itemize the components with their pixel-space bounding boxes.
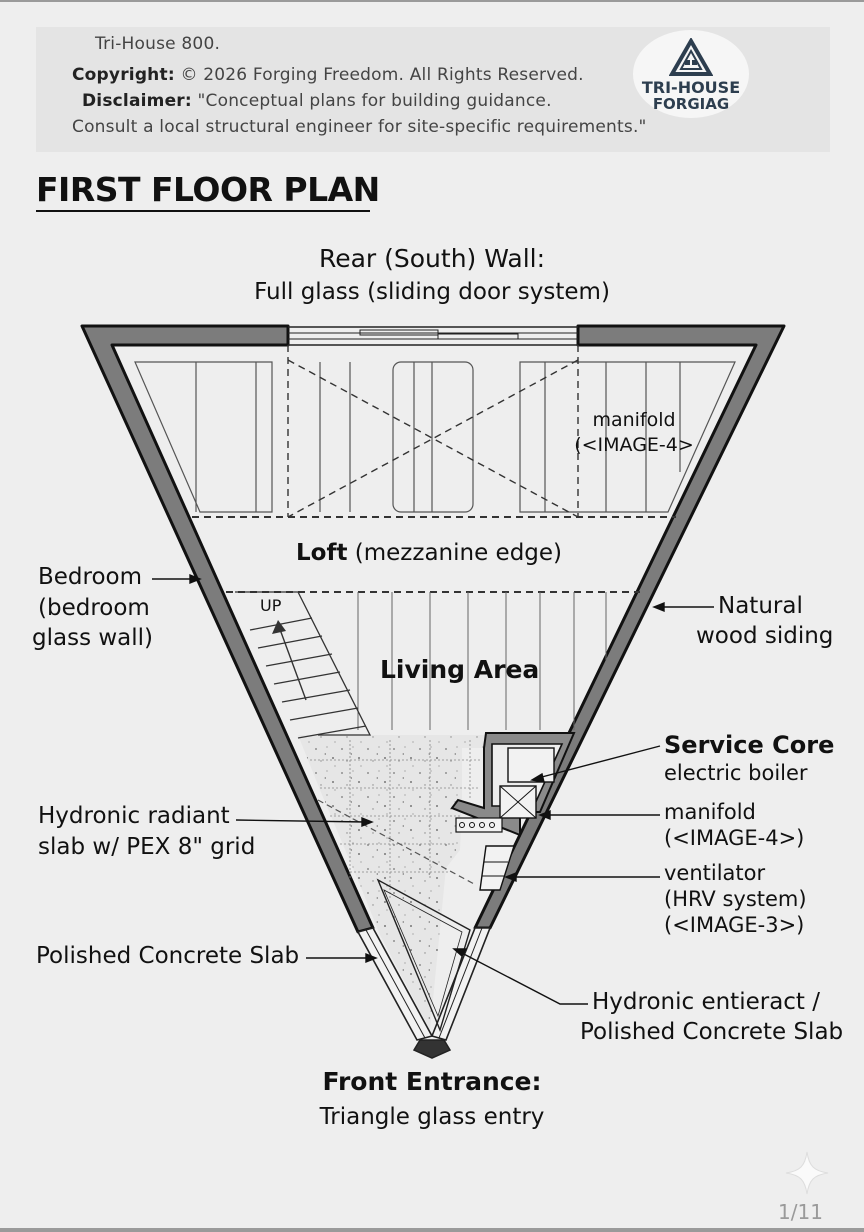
manifold-top-ref: (<IMAGE-4> <box>574 434 694 456</box>
disclaimer-text: "Conceptual plans for building guidance. <box>197 91 552 111</box>
copyright-line: Copyright: © 2026 Forging Freedom. All R… <box>72 65 584 85</box>
bedroom-label-2: (bedroom <box>38 595 150 621</box>
hydronic-label: Hydronic radiant <box>38 803 230 829</box>
logo: TRI-HOUSE FORGIAG <box>633 30 749 118</box>
pex-grid <box>310 740 480 900</box>
bedroom-label-3: glass wall) <box>32 625 154 651</box>
concrete-slab-area <box>298 735 486 1030</box>
natural-siding-label-2: wood siding <box>696 623 834 649</box>
disclaimer-label: Disclaimer: <box>82 91 192 111</box>
service-core-label: Service Core <box>664 731 835 759</box>
copyright-text: © 2026 Forging Freedom. All Rights Reser… <box>180 65 584 85</box>
sparkle-icon <box>785 1151 829 1195</box>
manifold-top-label: manifold <box>592 409 676 431</box>
polished-concrete-label: Polished Concrete Slab <box>36 943 300 969</box>
ventilator-box <box>479 845 515 891</box>
loft-area <box>134 361 736 513</box>
loft-dashed-lines <box>192 345 676 593</box>
ventilator-label: ventilator <box>664 861 766 885</box>
page-title: FIRST FLOOR PLAN <box>36 170 380 209</box>
hydronic-entry-label: Hydronic entieract / <box>592 989 821 1015</box>
electric-boiler-box <box>507 747 555 783</box>
disclaimer-line-2: Consult a local structural engineer for … <box>72 117 647 137</box>
loft-label: Loft (mezzanine edge) <box>296 539 562 569</box>
living-floor-boards <box>357 592 607 730</box>
hydronic-entry-label-2: Polished Concrete Slab <box>580 1019 844 1045</box>
top-border <box>0 0 864 2</box>
stair-up-label: UP <box>260 596 282 615</box>
front-glass-entry <box>356 878 492 1059</box>
electric-boiler-label: electric boiler <box>664 761 808 785</box>
house-icon <box>669 38 713 76</box>
front-entrance-title: Front Entrance: <box>322 1067 542 1096</box>
logo-line-2: FORGIAG <box>652 95 730 113</box>
ventilator-system: (HRV system) <box>664 887 807 911</box>
manifold-label: manifold <box>664 800 756 824</box>
rear-wall-title: Rear (South) Wall: <box>318 244 546 273</box>
living-area-label: Living Area <box>380 655 540 684</box>
rear-glass-wall <box>288 326 578 346</box>
natural-siding-label: Natural <box>718 593 803 619</box>
disclaimer-line: Disclaimer: "Conceptual plans for buildi… <box>82 91 552 111</box>
hydronic-label-2: slab w/ PEX 8" grid <box>38 834 256 860</box>
bedroom-label: Bedroom <box>38 564 143 590</box>
logo-line-1: TRI-HOUSE <box>641 78 741 97</box>
bottom-border <box>0 1228 864 1232</box>
rear-wall-description: Full glass (sliding door system) <box>254 279 610 305</box>
staircase <box>235 591 372 739</box>
loft-label-rest: (mezzanine edge) <box>354 540 563 566</box>
entry-post <box>412 1039 452 1059</box>
front-entrance-description: Triangle glass entry <box>319 1104 545 1130</box>
ventilator-ref: (<IMAGE-3>) <box>664 913 805 937</box>
manifold-ref: (<IMAGE-4>) <box>664 826 805 850</box>
title-underline <box>36 210 370 212</box>
service-core <box>450 732 576 891</box>
copyright-label: Copyright: <box>72 65 175 85</box>
loft-label-bold: Loft <box>296 540 348 566</box>
project-name: Tri-House 800. <box>95 34 221 54</box>
leader-lines <box>152 573 714 1005</box>
page-indicator: 1/11 <box>778 1200 823 1224</box>
